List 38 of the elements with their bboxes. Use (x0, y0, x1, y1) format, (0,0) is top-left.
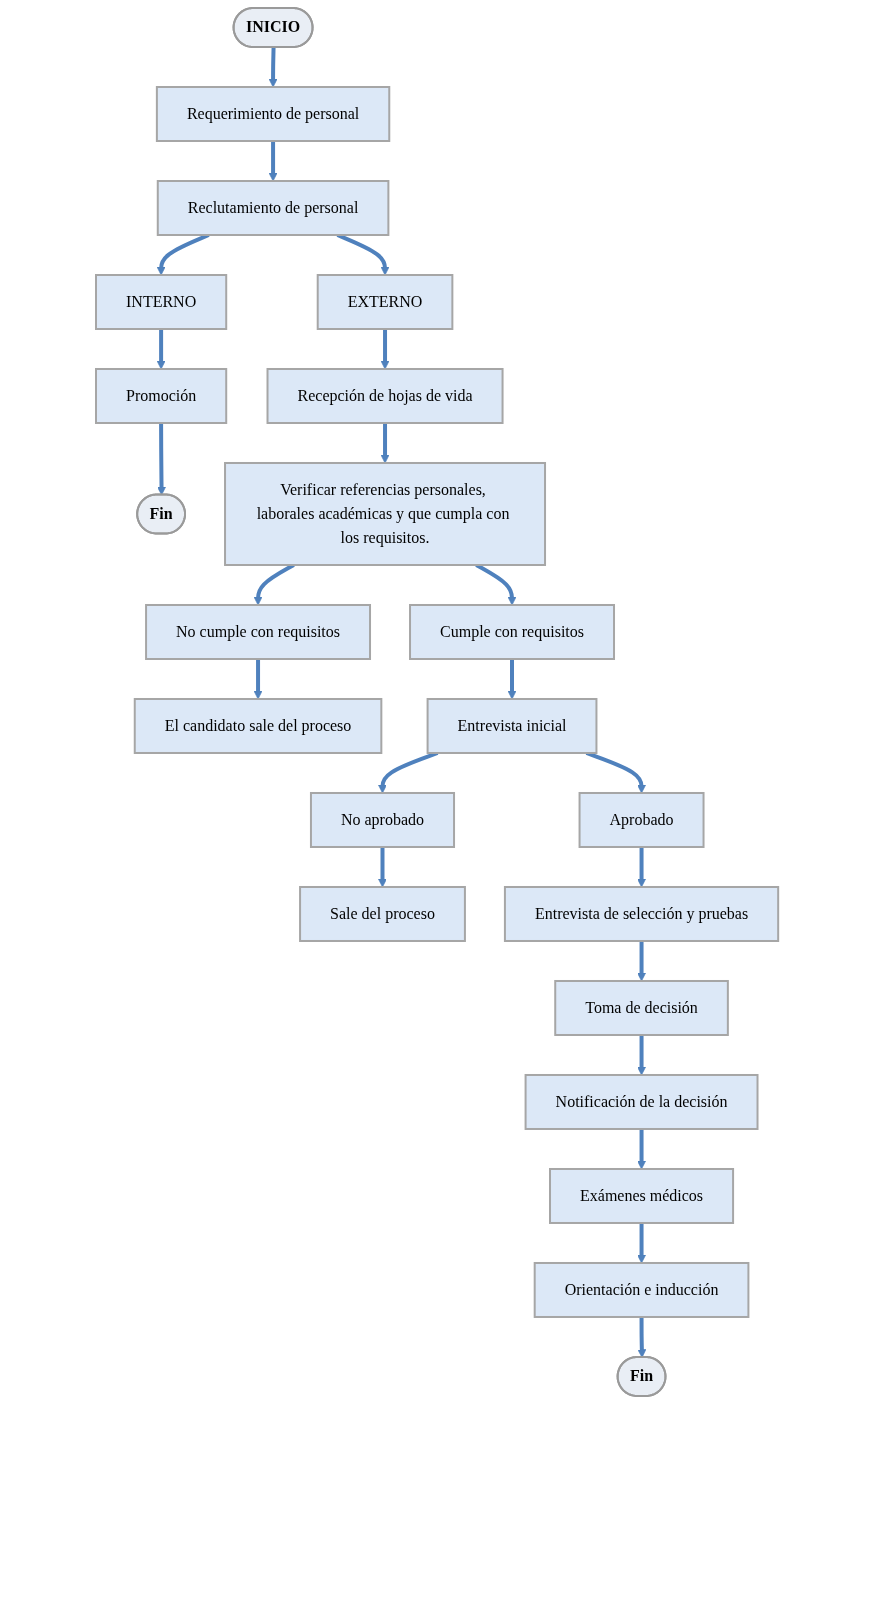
node-box: INTERNO (94, 274, 228, 330)
arrow (380, 329, 390, 370)
node-box: Verificar referencias personales, laborales académicas y que cumpla con los requisitos. (223, 462, 546, 566)
arrow (253, 659, 263, 700)
node-box: Sale del proceso (298, 886, 466, 942)
arrow (378, 751, 439, 794)
arrow (157, 423, 166, 496)
arrow (268, 47, 278, 88)
arrow (253, 563, 295, 606)
node-box: No aprobado (309, 792, 455, 848)
arrow (507, 659, 517, 700)
arrow (637, 1223, 646, 1264)
node-box: Aprobado (578, 792, 705, 848)
arrow (585, 751, 646, 794)
node-box: Notificación de la decisión (524, 1074, 759, 1130)
node-box: Recepción de hojas de vida (266, 368, 504, 424)
node-box: Toma de decisión (554, 980, 729, 1036)
arrow (156, 329, 166, 370)
arrow (637, 1035, 646, 1076)
node-box: No cumple con requisitos (144, 604, 371, 660)
arrow (380, 423, 390, 464)
arrow (637, 847, 646, 888)
node-box: Promoción (94, 368, 228, 424)
node-box: Requerimiento de personal (155, 86, 391, 142)
arrow (268, 141, 278, 182)
node-box: EXTERNO (316, 274, 454, 330)
node-box: Cumple con requisitos (408, 604, 615, 660)
node-box: Entrevista inicial (426, 698, 598, 754)
arrow (637, 941, 646, 982)
arrow (475, 563, 517, 606)
arrow (378, 847, 387, 888)
node-box: Entrevista de selección y pruebas (503, 886, 780, 942)
node-box: El candidato sale del proceso (133, 698, 383, 754)
node-box: Reclutamiento de personal (156, 180, 390, 236)
arrow (637, 1317, 647, 1358)
node-box: Orientación e inducción (533, 1262, 750, 1318)
node-box: Exámenes médicos (548, 1168, 734, 1224)
arrow (637, 1129, 646, 1170)
